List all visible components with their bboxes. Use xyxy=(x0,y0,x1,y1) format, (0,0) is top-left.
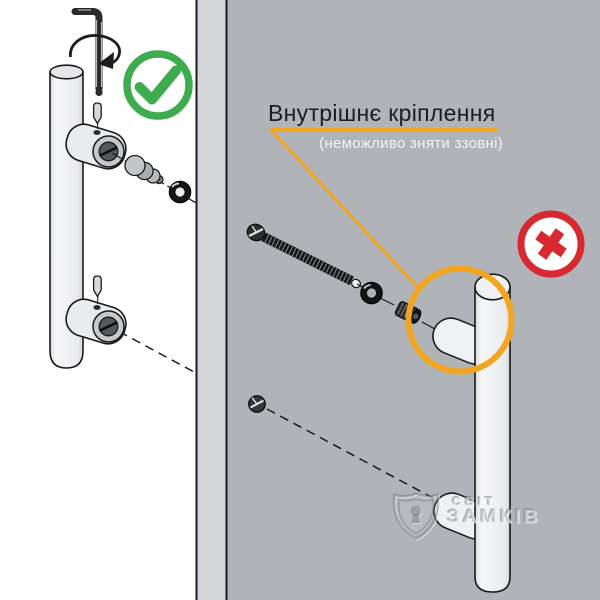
check-circle-icon xyxy=(123,50,193,120)
allen-key-icon xyxy=(71,8,103,97)
cross-circle-icon xyxy=(517,210,585,278)
alignment-dashed-line-right xyxy=(266,408,434,499)
set-screw-upper xyxy=(92,102,102,125)
highlight-circle xyxy=(405,265,515,375)
washer-right xyxy=(360,281,383,305)
through-bolt xyxy=(246,223,362,289)
mounting-boss-lower xyxy=(65,295,127,345)
watermark-text-bottom: ЗАМКІВ xyxy=(447,506,541,528)
bore-slot xyxy=(98,321,119,332)
diagram-title: Внутрішнє кріплення xyxy=(268,100,496,126)
set-screw-hole xyxy=(93,130,101,135)
right-handle-view xyxy=(246,128,515,593)
bore-slot xyxy=(98,146,119,157)
thread-texture xyxy=(260,232,355,286)
shield-lock-icon xyxy=(392,492,441,542)
axis-connector xyxy=(380,297,395,306)
axis-connector xyxy=(421,321,435,330)
rotation-arrow-icon xyxy=(69,34,121,69)
set-screw-lower xyxy=(92,275,102,298)
guide-line xyxy=(96,295,99,305)
washer xyxy=(168,180,192,204)
bolt-head-front xyxy=(248,395,266,413)
mounting-boss-upper xyxy=(65,120,127,170)
expansion-cone xyxy=(124,154,164,185)
handle-tube-right xyxy=(474,286,511,593)
left-handle-view xyxy=(49,8,197,374)
set-screw-hole xyxy=(93,305,101,310)
watermark-text-top: СВІТ xyxy=(452,494,497,509)
door-edge-strip xyxy=(196,0,227,600)
alignment-dashed-line-left xyxy=(118,330,197,374)
handle-tube-top xyxy=(49,64,84,80)
diagram-subtitle: (неможливо зняти ззовні) xyxy=(319,135,503,152)
leader-line xyxy=(269,128,423,293)
